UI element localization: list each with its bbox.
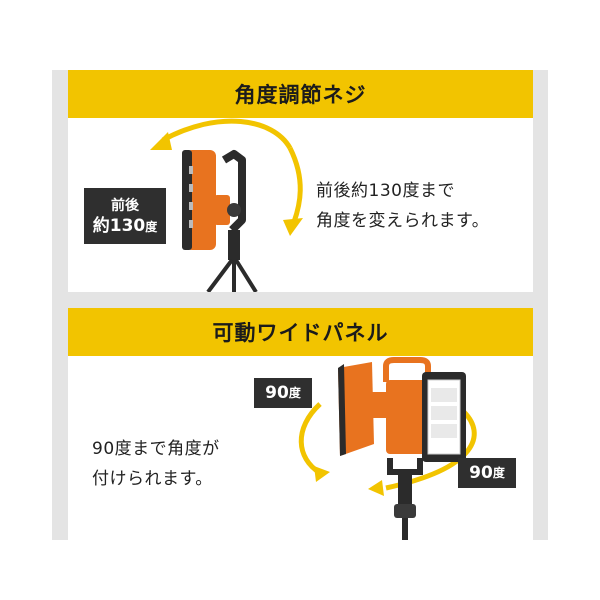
- label-90-left-unit: 度: [288, 385, 301, 400]
- description-line2: 角度を変えられます。: [316, 211, 490, 231]
- section-angle-screw: 角度調節ネジ 前後 約130度 前後約130度まで 角度を変えられます。: [68, 70, 533, 292]
- description-line1: 90度まで角度が: [92, 439, 220, 459]
- section-angle-screw-title: 角度調節ネジ: [68, 70, 533, 118]
- rotation-arc-icon: [161, 118, 293, 150]
- label-line2-unit: 度: [145, 220, 158, 234]
- label-90-left-number: 90: [265, 382, 289, 403]
- arrow-head-right-icon: [283, 218, 303, 236]
- wide-panel-illustration: [298, 357, 477, 540]
- label-90-right-number: 90: [469, 462, 493, 483]
- wide-panel-description: 90度まで角度が 付けられます。: [92, 434, 220, 494]
- right-rotation-arrow-icon: [385, 410, 477, 491]
- label-90-right-unit: 度: [492, 465, 505, 480]
- description-line2: 付けられます。: [92, 469, 213, 489]
- left-rotation-arrow-icon: [298, 402, 322, 476]
- light-panel-side: [186, 150, 216, 250]
- angle-screw-illustration: [150, 118, 303, 292]
- section-wide-panel-title: 可動ワイドパネル: [68, 308, 533, 356]
- label-front-back-130: 前後 約130度: [84, 188, 166, 244]
- arrow-head-left-icon: [150, 132, 172, 150]
- left-wing-panel: [338, 362, 374, 456]
- label-line1: 前後: [111, 198, 139, 214]
- description-line1: 前後約130度まで: [316, 181, 455, 201]
- label-line2-number: 約130: [92, 216, 146, 236]
- angle-screw-description: 前後約130度まで 角度を変えられます。: [316, 176, 489, 236]
